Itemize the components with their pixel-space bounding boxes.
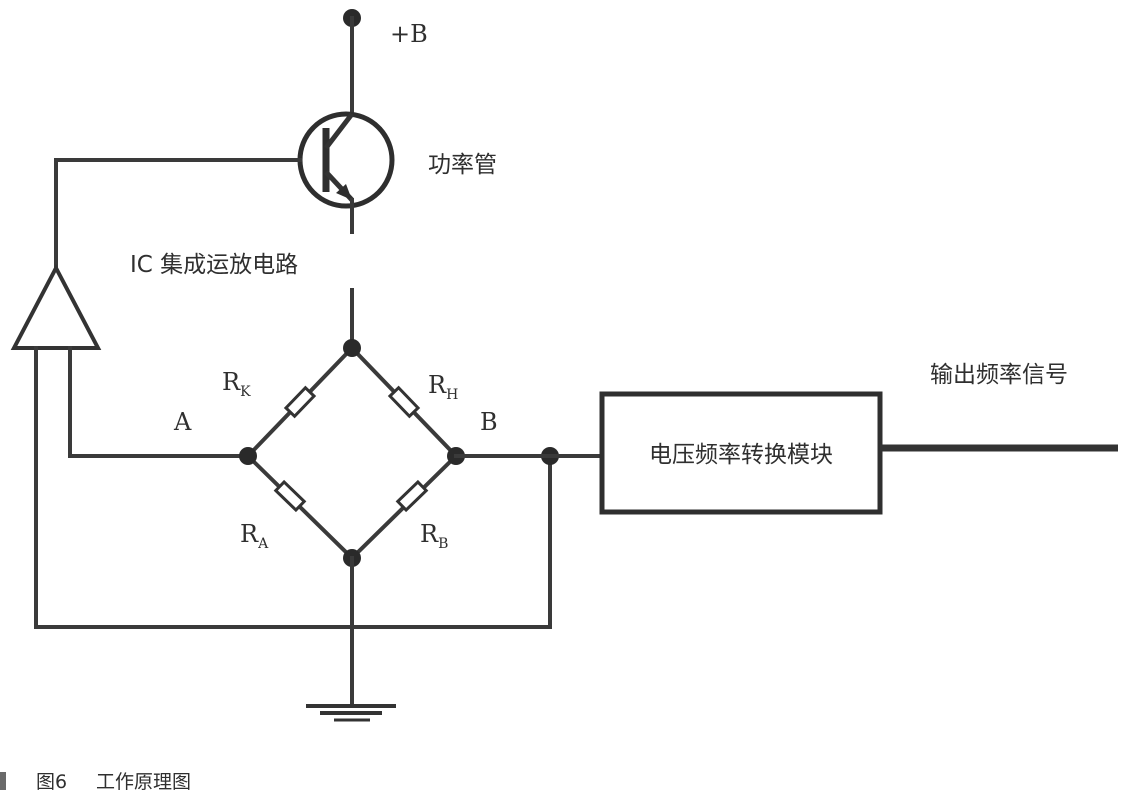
op-amp-input-a-wire — [68, 346, 250, 458]
label-rh: RH — [428, 371, 458, 403]
output-signal-label: 输出频率信号 — [930, 362, 1068, 388]
figure-number: 图6 — [36, 771, 67, 793]
resistor-rh — [387, 385, 421, 419]
label-rk: RK — [222, 368, 251, 400]
caption-marker — [0, 772, 6, 790]
ground-symbol — [306, 704, 396, 722]
converter-module-box — [599, 391, 883, 515]
op-amp-symbol — [10, 263, 102, 350]
supply-label: +B — [390, 20, 428, 48]
converter-module-label: 电压频率转换模块 — [649, 442, 833, 468]
label-ra: RA — [240, 520, 269, 552]
junction-a — [239, 447, 257, 465]
resistor-ra — [273, 479, 307, 513]
resistor-rk — [283, 385, 317, 419]
junction-top — [343, 339, 361, 357]
base-drive-wire — [54, 158, 302, 270]
resistor-rb — [395, 479, 429, 513]
ic-label: IC 集成运放电路 — [130, 252, 298, 278]
feedback-loop-wire — [34, 346, 552, 629]
power-transistor — [297, 111, 395, 209]
node-a-label: A — [173, 408, 192, 436]
figure-title: 工作原理图 — [96, 771, 191, 793]
node-b-label: B — [480, 408, 498, 436]
power-transistor-label: 功率管 — [428, 152, 497, 178]
label-rb: RB — [420, 520, 448, 552]
